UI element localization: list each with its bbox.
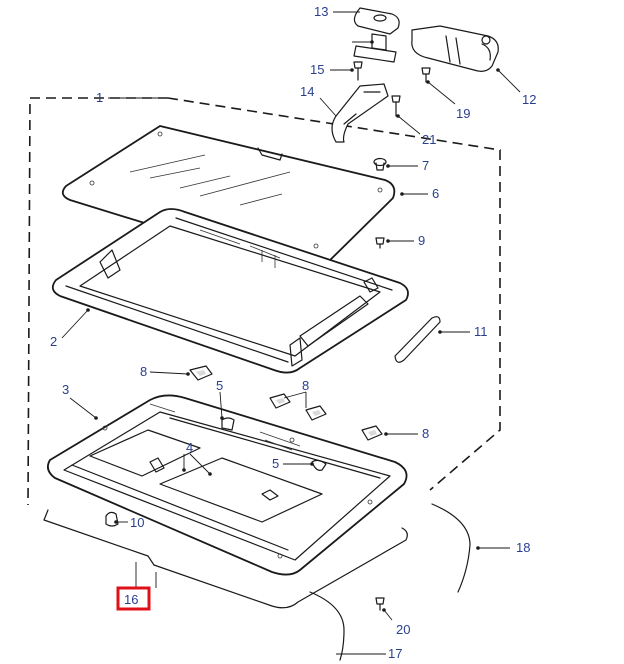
highlight-box xyxy=(116,586,151,611)
callout-11: 11 xyxy=(474,324,488,339)
callout-9: 9 xyxy=(418,233,425,248)
plug-7 xyxy=(373,157,387,171)
callout-6: 6 xyxy=(432,186,439,201)
callout-10: 10 xyxy=(130,515,144,530)
bracket-part-13 xyxy=(353,7,400,63)
callout-20: 20 xyxy=(396,622,410,637)
callout-3: 3 xyxy=(62,382,69,397)
callout-5b: 5 xyxy=(272,456,279,471)
screw-part-21 xyxy=(391,95,401,117)
seal-strip-part-11 xyxy=(394,316,441,363)
leader-lines xyxy=(61,11,521,655)
callout-15: 15 xyxy=(310,62,324,77)
callout-19: 19 xyxy=(456,106,470,121)
callout-18: 18 xyxy=(516,540,530,555)
lower-trim-part-16 xyxy=(43,509,408,609)
callout-4: 4 xyxy=(186,440,193,455)
callout-2: 2 xyxy=(50,334,57,349)
screw-part-19 xyxy=(421,67,431,83)
clip-10 xyxy=(105,511,119,527)
callout-14: 14 xyxy=(300,84,314,99)
pad-8b-left xyxy=(269,393,291,409)
frame-part-2 xyxy=(51,208,409,374)
screw-20 xyxy=(375,597,385,611)
callout-12: 12 xyxy=(522,92,536,107)
callout-1: 1 xyxy=(96,90,103,105)
motor-part-12 xyxy=(411,25,499,72)
drain-tube-part-18 xyxy=(431,503,471,593)
callout-21: 21 xyxy=(422,132,436,147)
link-arm-part-14 xyxy=(331,83,389,143)
callout-8b: 8 xyxy=(302,378,309,393)
callout-8c: 8 xyxy=(422,426,429,441)
callout-17: 17 xyxy=(388,646,402,661)
screw-part-15 xyxy=(353,61,363,81)
drain-tube-part-17 xyxy=(309,591,345,661)
pad-8c xyxy=(361,425,383,441)
screw-9 xyxy=(375,237,385,249)
callout-5a: 5 xyxy=(216,378,223,393)
callout-7: 7 xyxy=(422,158,429,173)
callout-13: 13 xyxy=(314,4,328,19)
pad-8b-right xyxy=(305,405,327,421)
callout-8a: 8 xyxy=(140,364,147,379)
base-tray-part-3 xyxy=(46,394,408,576)
pad-8a xyxy=(189,365,213,381)
callout-16: 16 xyxy=(124,592,138,607)
